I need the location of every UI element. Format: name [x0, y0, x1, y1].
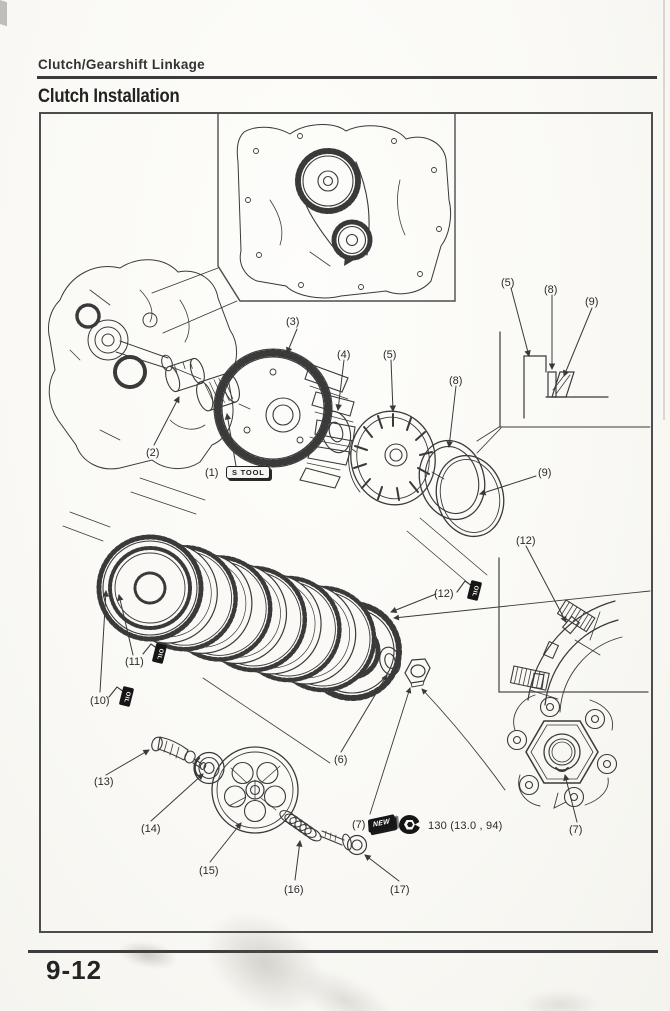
special-tool-label: S TOOL: [232, 468, 265, 477]
torque-wrench-icon-core: [407, 822, 413, 827]
rotation-arrow-icon: [344, 256, 354, 266]
special-tool-badge: S TOOL: [226, 466, 270, 479]
part-lock-washer: [379, 646, 401, 676]
inset-nut-stake-detail: [506, 694, 618, 809]
callout-11: (11): [125, 656, 144, 668]
callout-7: (7): [352, 819, 366, 831]
part-lock-nut: [404, 658, 431, 688]
callout-16: (16): [284, 884, 304, 896]
callout-17: (17): [390, 884, 410, 896]
callout-8-inset: (8): [544, 284, 558, 296]
callout-2: (2): [146, 447, 160, 459]
part-clutch-center: [348, 410, 436, 506]
part-collar: [165, 357, 205, 393]
callout-9-inset: (9): [585, 296, 599, 308]
callout-1: (1): [205, 467, 219, 479]
header-rule: [37, 76, 657, 79]
part-lifter-bearing: [193, 751, 225, 785]
callout-12-inset: (12): [516, 535, 536, 547]
section-title: Clutch/Gearshift Linkage: [38, 57, 205, 72]
callout-12: (12): [434, 588, 454, 600]
page-title: Clutch Installation: [38, 86, 180, 107]
paper-edge-shadow: [663, 0, 665, 420]
clutch-plate-stack: [96, 534, 404, 703]
callout-4: (4): [337, 349, 351, 361]
callout-15: (15): [199, 865, 219, 877]
scan-corner-mark: [0, 0, 7, 27]
part-clutch-outer: [213, 348, 356, 489]
part-clutch-spring: [279, 810, 322, 842]
callout-5-inset: (5): [501, 277, 515, 289]
torque-spec: 130 (13.0 , 94): [428, 820, 503, 832]
callout-leaders: [99, 287, 593, 882]
callout-13: (13): [94, 776, 114, 788]
part-washer: [320, 410, 352, 454]
callout-8: (8): [449, 375, 463, 387]
oil-label: OIL: [470, 584, 479, 597]
footer-rule: [28, 950, 658, 953]
callout-7-inset: (7): [569, 824, 583, 836]
figure-frame: [39, 112, 653, 933]
part-lifter-cam: [151, 736, 207, 770]
oil-label: OIL: [155, 647, 164, 660]
callout-6: (6): [334, 754, 348, 766]
callout-14: (14): [141, 823, 161, 835]
part-spring-bolt: [319, 830, 368, 856]
part-lifter-plate: [211, 746, 299, 834]
callout-3: (3): [286, 316, 300, 328]
callout-5: (5): [383, 349, 397, 361]
torque-wrench-icon-gap: [414, 820, 422, 829]
callout-10: (10): [90, 695, 110, 707]
callout-9: (9): [538, 467, 552, 479]
top-inset-crankcase: [151, 113, 456, 334]
crankcase-sketch: [47, 259, 237, 470]
new-label: NEW: [372, 818, 391, 829]
groove-section-detail: [499, 331, 609, 428]
inset-disc-detail: [498, 557, 649, 713]
page-number: 9-12: [46, 955, 103, 985]
torque-wrench-icon: [399, 815, 422, 834]
oil-label: OIL: [122, 690, 131, 703]
